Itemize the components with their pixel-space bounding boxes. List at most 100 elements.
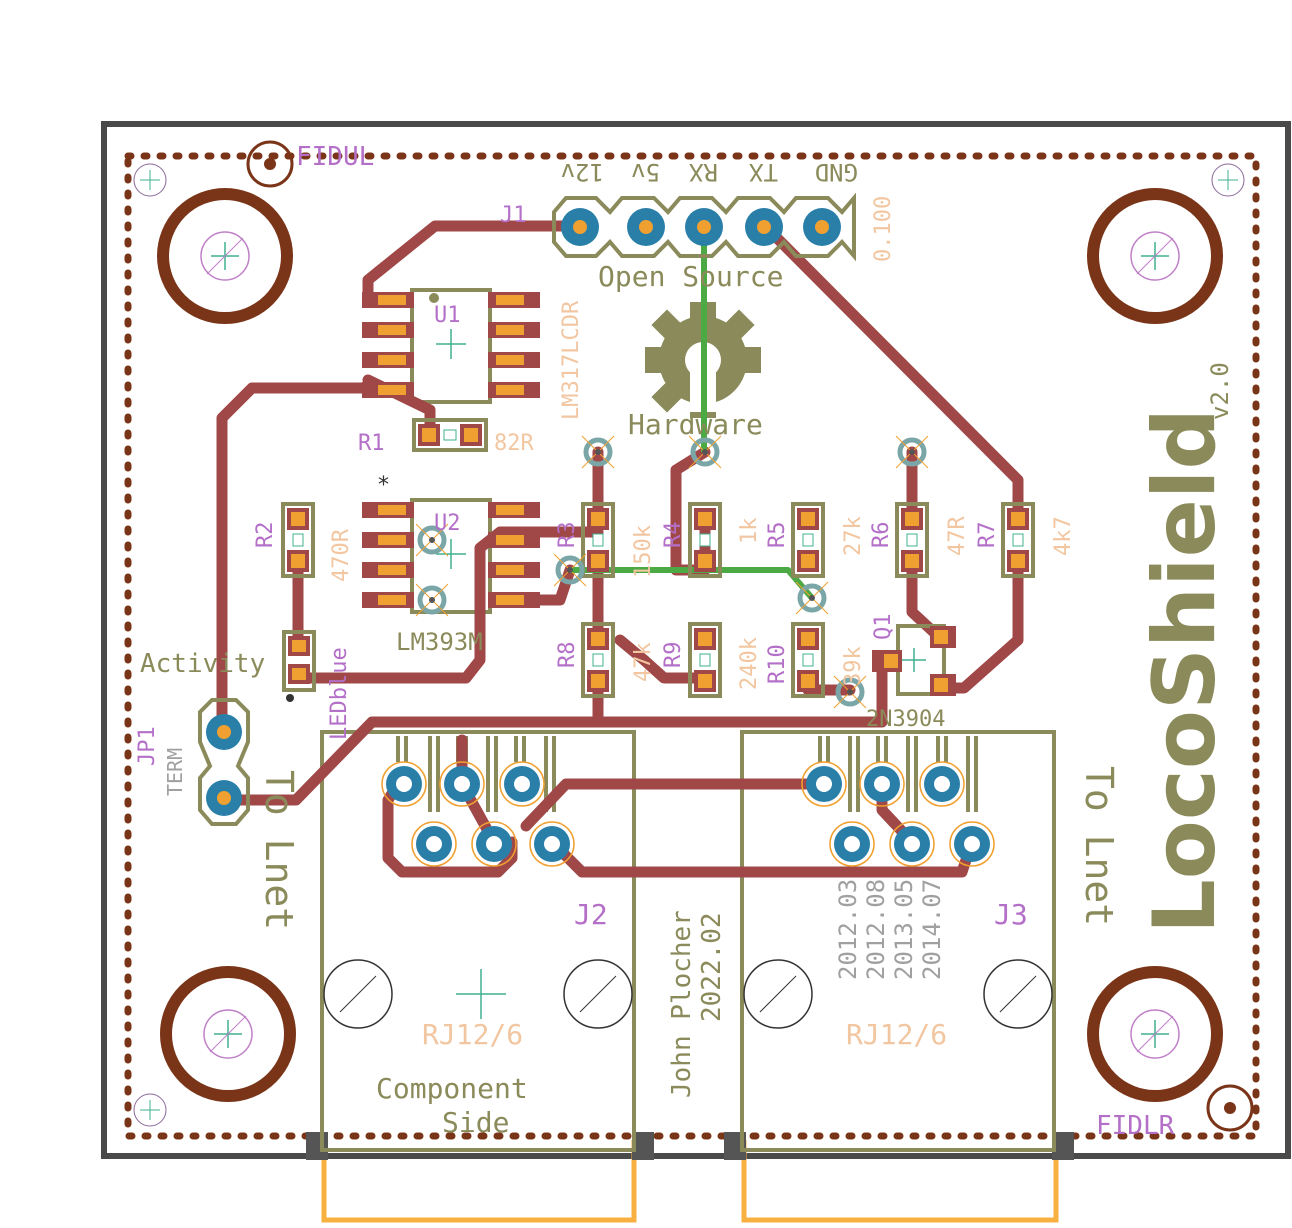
vias [415, 435, 929, 709]
r3-value: 150k [631, 525, 656, 578]
rj12-pad-9 [919, 761, 965, 807]
pin-label-5v: 5v [631, 158, 660, 186]
board-version: v2.0 [1206, 362, 1234, 420]
vertical-resistors [281, 502, 1035, 698]
j2-name: J2 [574, 898, 608, 931]
via-5 [553, 553, 587, 587]
to-lnet-right: To Lnet [1077, 766, 1121, 926]
r5-value: 27k [841, 516, 866, 556]
revision-3: 2013.05 [890, 879, 918, 980]
jp1-value: TERM [163, 748, 187, 796]
led-value: LEDblue [327, 647, 352, 740]
tab-left-stub-a [306, 1132, 328, 1160]
r5-name: R5 [765, 522, 790, 549]
header-pad-5 [803, 208, 841, 246]
r10-value: 39k [841, 646, 866, 686]
r8-name: R8 [555, 642, 580, 669]
component-side-line2: Side [442, 1106, 509, 1139]
q1-name: Q1 [871, 614, 896, 641]
author-name: John Plocher [667, 910, 697, 1098]
rj12-pad-12 [949, 821, 995, 867]
header-pin-labels: 12v 5v RX TX GND [561, 158, 858, 186]
resistor-r10 [791, 622, 825, 698]
revision-1: 2012.03 [834, 879, 862, 980]
q1-value: 2N3904 [866, 707, 945, 732]
revision-4: 2014.07 [918, 879, 946, 980]
header-pad-1 [561, 208, 599, 246]
u1-outline [410, 288, 492, 404]
corner-mark-bl [133, 1093, 167, 1127]
rj12-hole-j2-left [323, 959, 393, 1029]
r9-name: R9 [661, 642, 686, 669]
pin-label-rx: RX [689, 158, 718, 186]
r2-name: R2 [253, 522, 278, 549]
via-3 [895, 435, 929, 469]
to-lnet-left: To Lnet [257, 770, 301, 930]
resistor-r5 [791, 502, 825, 578]
rj12-hole-j3-right [983, 959, 1053, 1029]
board-outline [101, 121, 1291, 1159]
rj12-fingers-j3 [818, 736, 978, 812]
u1-name: U1 [434, 303, 461, 328]
r4-value: 1k [737, 518, 762, 545]
u2-pin1-marker: * [378, 473, 389, 498]
rj12-center-j2 [456, 969, 506, 1019]
header-pad-4 [745, 208, 783, 246]
tab-left-stub-b [632, 1132, 654, 1160]
r3-name: R3 [555, 522, 580, 549]
rj12-pad-6 [529, 821, 575, 867]
r1-name: R1 [358, 431, 385, 456]
resistor-r6 [895, 502, 929, 578]
header-pad-2 [627, 208, 665, 246]
led-activity [282, 630, 316, 702]
r8-value: 47k [631, 642, 656, 682]
component-side-line1: Component [376, 1072, 528, 1105]
pin-label-gnd: GND [815, 158, 858, 186]
r4-name: R4 [661, 522, 686, 549]
resistor-r8 [581, 622, 615, 698]
rj12-pad-11 [889, 821, 935, 867]
oshw-bottom-label: Hardware [628, 408, 763, 441]
mount-hole-tr [1087, 188, 1223, 324]
header-j1-pads [561, 208, 841, 246]
resistor-r1 [412, 418, 488, 452]
rj12-pad-8 [859, 761, 905, 807]
u2-pads [362, 502, 540, 608]
r2-value: 470R [329, 528, 354, 582]
corner-mark-tr [1211, 163, 1245, 197]
rj12-hole-j3-left [743, 959, 813, 1029]
j2-value: RJ12/6 [422, 1018, 523, 1051]
fiducial-bottom-right [1206, 1084, 1254, 1132]
u1-pads [362, 292, 540, 398]
pin-label-tx: TX [749, 158, 778, 186]
rj12-pad-1 [381, 761, 427, 807]
resistor-r9 [688, 622, 722, 698]
mount-hole-br [1087, 966, 1223, 1102]
revision-2: 2012.08 [862, 879, 890, 980]
u2-name: U2 [434, 511, 461, 536]
r9-value: 240k [737, 637, 762, 690]
r7-name: R7 [975, 522, 1000, 549]
u2-value: LM393M [396, 628, 483, 656]
r10-name: R10 [765, 644, 790, 684]
j3-name: J3 [994, 898, 1028, 931]
board-title: LocoShield [1135, 408, 1235, 934]
rj12-pad-2 [439, 761, 485, 807]
via-1 [581, 435, 615, 469]
jp1-name: JP1 [135, 726, 160, 766]
u1-value: LM317LCDR [559, 300, 584, 420]
resistor-r3 [581, 502, 615, 578]
rj12-outline-j3 [740, 730, 1056, 1152]
tab-left [321, 1140, 637, 1223]
pin-label-12v: 12v [561, 158, 604, 186]
fiducial-label-ul: FIDUL [296, 142, 374, 172]
keepout-border [124, 152, 1260, 1140]
r6-value: 47R [945, 516, 970, 556]
fiducial-top-left [246, 140, 294, 188]
via-7 [795, 581, 829, 615]
rj12-pad-4 [411, 821, 457, 867]
header-j1-outline [552, 192, 856, 262]
rj12-pad-5 [471, 821, 517, 867]
r6-name: R6 [869, 522, 894, 549]
